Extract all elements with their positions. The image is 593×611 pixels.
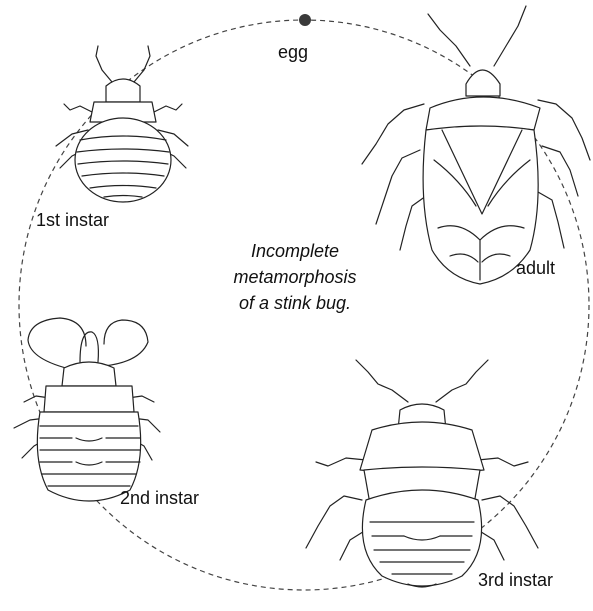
second-instar-nymph: [14, 318, 160, 501]
egg-dot: [299, 14, 311, 26]
first-instar-label: 1st instar: [36, 210, 109, 231]
third-instar-label: 3rd instar: [478, 570, 553, 591]
first-instar-nymph: [56, 46, 188, 202]
caption-line-1: Incomplete: [195, 238, 395, 264]
second-instar-label: 2nd instar: [120, 488, 199, 509]
diagram-caption: Incomplete metamorphosis of a stink bug.: [195, 238, 395, 316]
third-instar-nymph: [306, 360, 538, 587]
adult-label: adult: [516, 258, 555, 279]
caption-line-3: of a stink bug.: [195, 290, 395, 316]
adult-stink-bug: [362, 6, 590, 284]
egg-label: egg: [278, 42, 308, 63]
caption-line-2: metamorphosis: [195, 264, 395, 290]
